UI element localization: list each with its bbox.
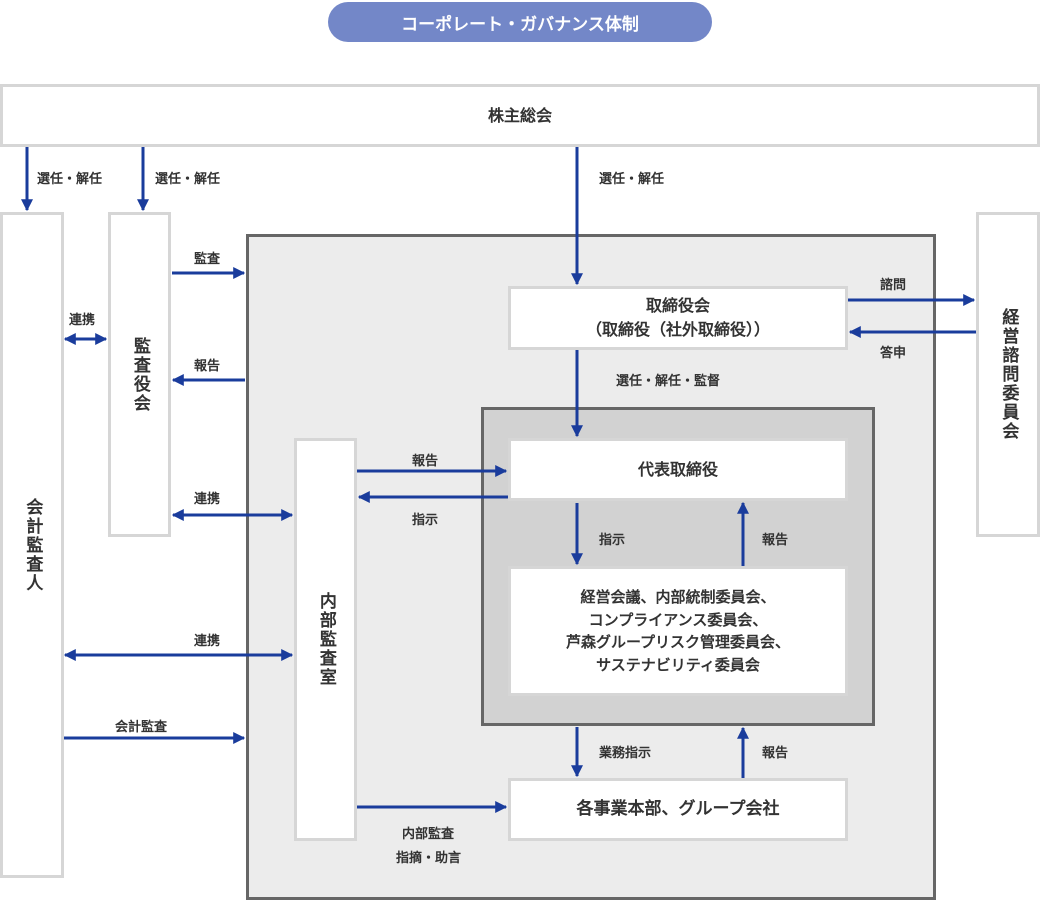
label-instruct-ceo-internal: 指示 xyxy=(412,513,439,528)
label-instruct-committees: 指示 xyxy=(599,533,626,548)
board-title: 取締役会 xyxy=(645,296,710,315)
label-internal-audit-1: 内部監査 xyxy=(402,827,455,842)
audit-board-box: 監査役会 xyxy=(108,212,171,537)
committees-line: サステナビリティ委員会 xyxy=(596,655,760,674)
board-subtitle: （取締役（社外取締役）） xyxy=(585,320,770,339)
committees-line: コンプライアンス委員会、 xyxy=(588,610,768,629)
label-consult: 諮問 xyxy=(880,278,907,293)
label-report-audit-board: 報告 xyxy=(194,359,221,374)
divisions-box: 各事業本部、グループ会社 xyxy=(508,778,848,841)
committees-line: 経営会議、内部統制委員会、 xyxy=(580,588,776,606)
label-report-internal-ceo: 報告 xyxy=(412,454,439,469)
label-reply: 答申 xyxy=(880,346,907,361)
label-coop-2: 連携 xyxy=(194,492,221,507)
board-of-directors-box: 取締役会 （取締役（社外取締役）） xyxy=(508,286,848,350)
committees-line: 芦森グループリスク管理委員会、 xyxy=(565,633,791,651)
label-audit: 監査 xyxy=(194,252,221,267)
representative-director-box: 代表取締役 xyxy=(508,438,848,501)
label-elect-supervise: 選任・解任・監督 xyxy=(616,374,721,389)
label-report-divisions: 報告 xyxy=(762,746,789,761)
label-coop-3: 連携 xyxy=(194,634,221,649)
page-title: コーポレート・ガバナンス体制 xyxy=(328,2,712,42)
advisory-committee-label: 経営諮問委員会 xyxy=(998,308,1019,441)
internal-audit-label: 内部監査室 xyxy=(315,592,336,687)
label-business-instruct: 業務指示 xyxy=(599,746,652,761)
accounting-auditor-box: 会計監査人 xyxy=(0,212,64,878)
advisory-committee-box: 経営諮問委員会 xyxy=(976,212,1040,537)
label-elect-1: 選任・解任 xyxy=(37,172,103,187)
label-accounting-audit: 会計監査 xyxy=(115,720,168,735)
audit-board-label: 監査役会 xyxy=(129,336,150,413)
internal-audit-box: 内部監査室 xyxy=(294,438,357,841)
committees-box: 経営会議、内部統制委員会、 コンプライアンス委員会、 芦森グループリスク管理委員… xyxy=(508,566,848,696)
label-elect-3: 選任・解任 xyxy=(599,172,665,187)
label-elect-2: 選任・解任 xyxy=(155,172,221,187)
label-coop-1: 連携 xyxy=(69,313,96,328)
label-report-committees: 報告 xyxy=(762,533,789,548)
accounting-auditor-label: 会計監査人 xyxy=(22,497,43,593)
label-internal-audit-2: 指摘・助言 xyxy=(396,851,462,866)
shareholders-meeting-box: 株主総会 xyxy=(0,84,1040,147)
